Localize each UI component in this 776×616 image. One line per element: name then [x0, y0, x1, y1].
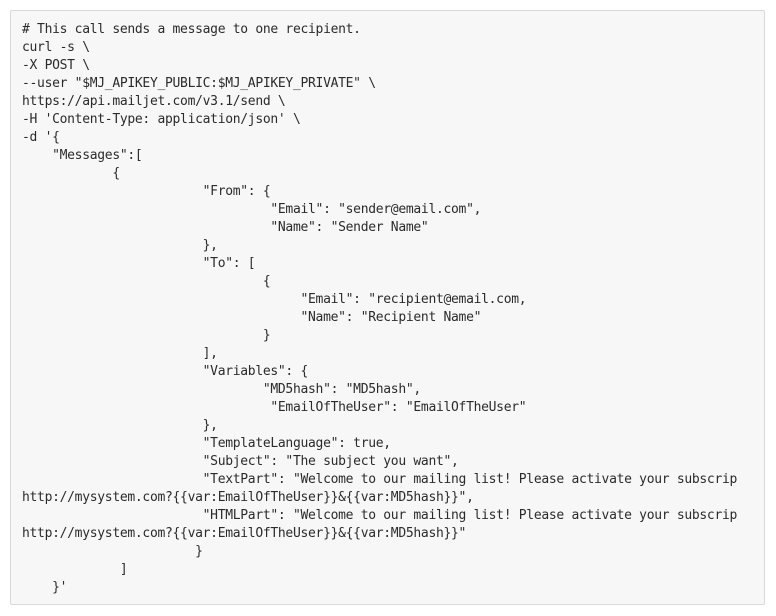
code-line-21: "MD5hash": "MD5hash",	[22, 382, 421, 397]
code-line-22: "EmailOfTheUser": "EmailOfTheUser"	[22, 400, 527, 415]
code-line-10: "From": {	[22, 184, 271, 199]
code-line-30: }	[22, 544, 203, 559]
code-line-24: "TemplateLanguage": true,	[22, 436, 391, 451]
code-line-13: },	[22, 238, 218, 253]
code-line-11: "Email": "sender@email.com",	[22, 202, 482, 217]
code-line-19: ],	[22, 346, 218, 361]
code-line-32: }'	[22, 580, 68, 595]
code-line-14: "To": [	[22, 256, 256, 271]
code-line-16: "Email": "recipient@email.com,	[22, 292, 527, 307]
code-line-2: curl -s \	[22, 40, 90, 55]
code-line-28: "HTMLPart": "Welcome to our mailing list…	[22, 508, 738, 523]
code-line-12: "Name": "Sender Name"	[22, 220, 429, 235]
code-line-3: -X POST \	[22, 58, 90, 73]
code-line-7: -d '{	[22, 130, 60, 145]
code-line-18: }	[22, 328, 271, 343]
code-line-4: --user "$MJ_APIKEY_PUBLIC:$MJ_APIKEY_PRI…	[22, 76, 376, 91]
code-line-27: http://mysystem.com?{{var:EmailOfTheUser…	[22, 490, 474, 505]
code-line-9: {	[22, 166, 120, 181]
code-line-1: # This call sends a message to one recip…	[22, 22, 361, 37]
code-line-25: "Subject": "The subject you want",	[22, 454, 459, 469]
code-line-29: http://mysystem.com?{{var:EmailOfTheUser…	[22, 526, 467, 541]
code-line-5: https://api.mailjet.com/v3.1/send \	[22, 94, 286, 109]
code-line-26: "TextPart": "Welcome to our mailing list…	[22, 472, 738, 487]
code-line-23: },	[22, 418, 218, 433]
code-content: # This call sends a message to one recip…	[11, 11, 764, 597]
code-line-31: ]	[22, 562, 128, 577]
code-line-15: {	[22, 274, 271, 289]
code-line-8: "Messages":[	[22, 148, 143, 163]
code-block: # This call sends a message to one recip…	[10, 10, 765, 605]
code-line-17: "Name": "Recipient Name"	[22, 310, 482, 325]
code-line-20: "Variables": {	[22, 364, 309, 379]
code-line-6: -H 'Content-Type: application/json' \	[22, 112, 301, 127]
